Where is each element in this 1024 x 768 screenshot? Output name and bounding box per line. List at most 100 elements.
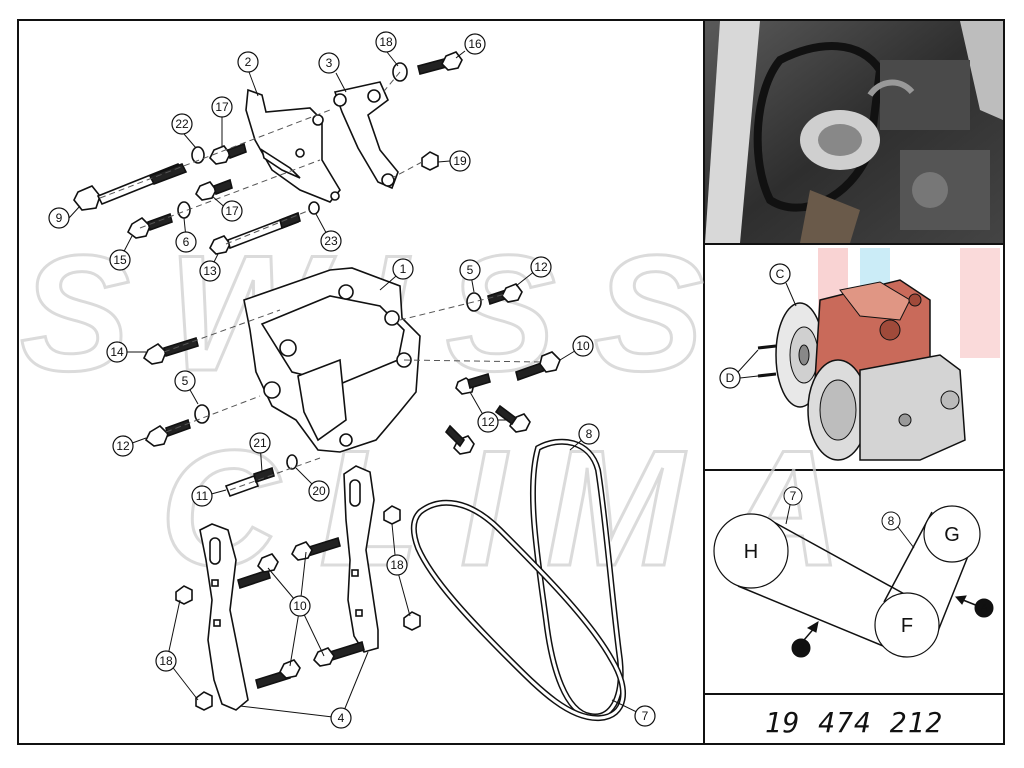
svg-text:5: 5 — [467, 263, 474, 277]
svg-text:10: 10 — [293, 599, 307, 613]
washer-5-right — [466, 292, 482, 312]
callout-12-top: 12 — [530, 256, 552, 278]
belt-label-7: 7 — [783, 486, 803, 525]
belt-routing-diagram: H G F 7 8 A — [713, 486, 994, 658]
callout-12-mid: 12 — [477, 411, 499, 433]
svg-text:8: 8 — [888, 514, 895, 528]
callout-17-top: 17 — [211, 96, 233, 118]
label-d: D — [719, 349, 759, 389]
bolt-10c-head — [291, 541, 313, 561]
bracket-3 — [333, 81, 399, 190]
svg-text:A: A — [980, 601, 988, 615]
svg-text:12: 12 — [534, 260, 548, 274]
svg-text:C: C — [776, 267, 785, 281]
svg-text:3: 3 — [326, 56, 333, 70]
svg-text:7: 7 — [642, 709, 649, 723]
compressor-panel: C D — [719, 248, 1000, 461]
bolt-10b-head — [257, 553, 279, 573]
svg-text:19: 19 — [453, 154, 467, 168]
svg-text:14: 14 — [110, 345, 124, 359]
bracket-4-left — [199, 523, 249, 711]
callout-5-left: 5 — [174, 370, 196, 392]
assembly-lines — [99, 71, 541, 491]
callout-2: 2 — [237, 51, 259, 73]
callout-1: 1 — [392, 258, 414, 280]
svg-text:18: 18 — [159, 654, 173, 668]
callouts: 1 2 3 4 5 5 6 7 8 9 10 10 11 12 12 12 13… — [48, 31, 656, 729]
callout-4: 4 — [330, 707, 352, 729]
callout-11: 11 — [191, 485, 213, 507]
part-number: 19 474 212 — [765, 706, 944, 739]
callout-18-left: 18 — [155, 650, 177, 672]
nut-18c — [383, 505, 401, 525]
svg-text:F: F — [901, 615, 913, 637]
callout-20: 20 — [308, 480, 330, 502]
engine-photo — [705, 21, 1003, 243]
bolt-10a-head — [539, 351, 561, 373]
svg-text:6: 6 — [183, 235, 190, 249]
svg-text:B: B — [797, 641, 805, 655]
nut-18b — [195, 691, 213, 711]
callout-3: 3 — [318, 52, 340, 74]
callout-18-right: 18 — [386, 554, 408, 576]
svg-text:4: 4 — [338, 711, 345, 725]
outer-frame — [17, 19, 1005, 745]
bolt-17b-head — [195, 181, 217, 201]
svg-text:9: 9 — [56, 211, 63, 225]
svg-text:2: 2 — [245, 55, 252, 69]
washer-5-left — [194, 404, 210, 424]
svg-text:22: 22 — [175, 117, 189, 131]
svg-text:8: 8 — [586, 427, 593, 441]
svg-text:11: 11 — [196, 489, 209, 503]
pulley-f: F — [874, 592, 940, 658]
callout-17-lower: 17 — [221, 200, 243, 222]
washer-22 — [191, 146, 205, 164]
nut-18d — [403, 611, 421, 631]
belt-label-8: 8 — [881, 511, 915, 549]
svg-text:18: 18 — [390, 558, 404, 572]
marker-b: B — [791, 620, 819, 658]
svg-text:H: H — [744, 541, 758, 563]
callout-16: 16 — [464, 33, 486, 55]
svg-text:13: 13 — [203, 264, 217, 278]
svg-text:12: 12 — [481, 415, 495, 429]
svg-text:G: G — [944, 524, 960, 546]
svg-text:7: 7 — [790, 489, 797, 503]
callout-14: 14 — [106, 341, 128, 363]
callout-10-right: 10 — [572, 335, 594, 357]
svg-text:21: 21 — [253, 436, 267, 450]
label-c: C — [769, 263, 797, 307]
exploded-view: 1 2 3 4 5 5 6 7 8 9 10 10 11 12 12 12 13… — [48, 31, 656, 729]
callout-6: 6 — [175, 231, 197, 253]
bolt-14-head — [142, 342, 167, 365]
bolt-10e-head — [313, 647, 335, 667]
bracket-2 — [245, 88, 341, 203]
pulley-h: H — [713, 513, 789, 589]
bolt-16-head — [441, 51, 463, 71]
bolt-12a-head — [144, 424, 169, 447]
bolt-15-head — [126, 216, 151, 239]
svg-text:D: D — [726, 371, 735, 385]
svg-text:18: 18 — [379, 35, 393, 49]
callout-18-top: 18 — [375, 31, 397, 53]
callout-19: 19 — [449, 150, 471, 172]
callout-8: 8 — [578, 423, 600, 445]
callout-12-left: 12 — [112, 435, 134, 457]
bolt-12b-head — [501, 283, 523, 303]
svg-text:5: 5 — [182, 374, 189, 388]
bracket-4-right — [343, 465, 379, 653]
washer-20 — [286, 454, 298, 470]
callout-10-lower: 10 — [289, 595, 311, 617]
nut-18a — [175, 585, 193, 605]
pulley-g: G — [923, 505, 981, 563]
washer-23 — [308, 201, 320, 215]
svg-text:17: 17 — [225, 204, 239, 218]
callout-15: 15 — [109, 249, 131, 271]
svg-text:12: 12 — [116, 439, 130, 453]
callout-5-right: 5 — [459, 259, 481, 281]
bolt-10d-head — [279, 659, 301, 679]
bolt-13-head — [209, 235, 231, 255]
svg-text:23: 23 — [324, 234, 338, 248]
callout-21: 21 — [249, 432, 271, 454]
